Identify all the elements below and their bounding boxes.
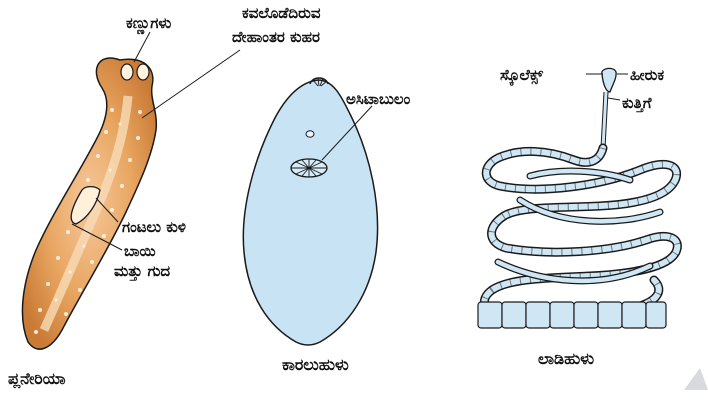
label-rostellum: ಹೀರುಕ xyxy=(630,66,664,84)
label-mouth-line2: ಮತ್ತು ಗುದ xyxy=(114,262,170,281)
label-pharynx: ಗಂಟಲು ಕುಳಿ xyxy=(122,218,186,236)
tapeworm-scolex xyxy=(602,68,616,148)
fluke-acetabulum xyxy=(291,159,327,177)
cavity-leader xyxy=(142,50,240,118)
caption-planaria: ಪ್ಲನೇರಿಯಾ xyxy=(8,369,66,390)
fluke-pore xyxy=(306,131,314,137)
label-neck: ಕುತ್ತಿಗೆ xyxy=(622,94,652,113)
label-acetabulum: ಅಸಿಟಾಬುಲಂ xyxy=(346,90,411,108)
fluke-group: ಅಸಿಟಾಬುಲಂ ಕಾರಲುಹುಳು xyxy=(243,78,410,374)
label-scolex: ಸ್ಕೊಲೆಕ್ಸ್ xyxy=(500,66,544,87)
fluke-body xyxy=(243,80,377,345)
tapeworm-group: ಸ್ಕೊಲೆಕ್ಸ್ ಹೀರುಕ ಕುತ್ತಿಗೆ xyxy=(478,66,677,368)
planaria-eye-left xyxy=(121,64,133,80)
tapeworm-proglottids xyxy=(478,302,666,328)
caption-fluke: ಕಾರಲುಹುಳು xyxy=(282,355,349,374)
tapeworm-strobila xyxy=(484,148,677,318)
eyes-leader xyxy=(134,32,150,62)
planaria-eye-right xyxy=(137,64,149,80)
neck-leader xyxy=(608,98,620,100)
label-cavity-line2: ದೇಹಾಂತರ ಕುಹರ xyxy=(232,28,320,46)
triangle-icon xyxy=(684,368,708,390)
label-mouth-line1: ಬಾಯಿ xyxy=(124,242,156,260)
label-cavity-line1: ಕವಲೊಡೆದಿರುವ xyxy=(242,4,321,22)
caption-tapeworm: ಲಾಡಿಹುಳು xyxy=(538,349,594,368)
label-eyes: ಕಣ್ಣುಗಳು xyxy=(126,14,172,35)
